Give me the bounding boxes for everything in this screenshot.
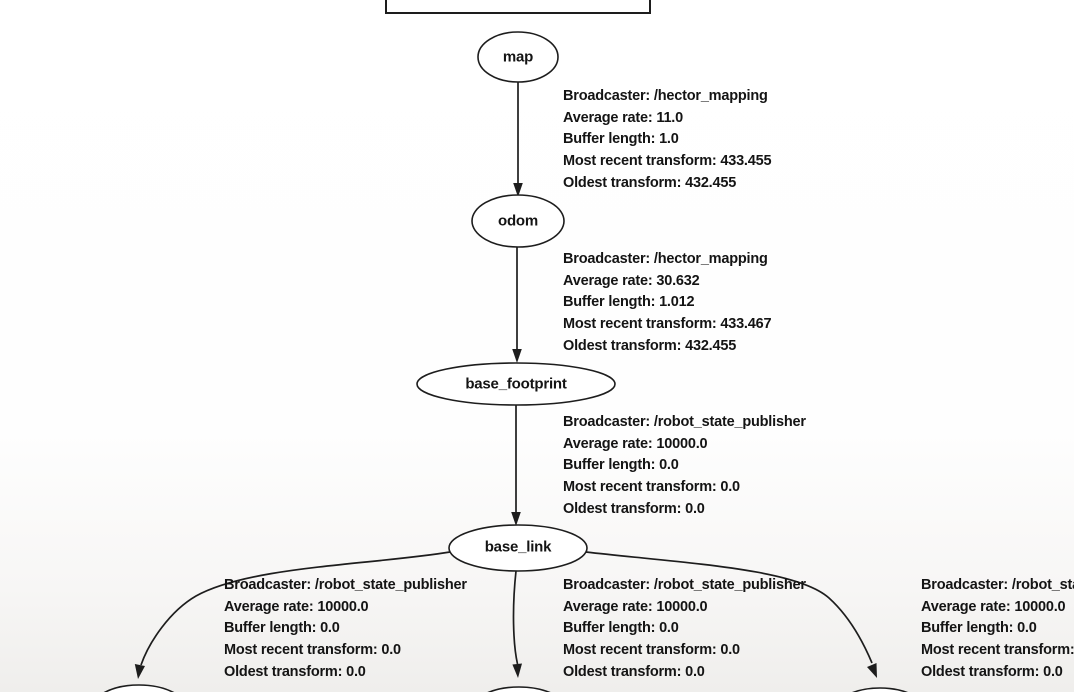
edge-label-line: Broadcaster: /robot_state_publisher [563,414,806,430]
edge-label-line: Oldest transform: 432.455 [563,174,737,191]
node-label-odom: odom [497,212,539,230]
edge-label-line: Most recent transform: 0.0 [921,642,1074,659]
edge-base-link-child-left [140,551,451,666]
node-label-base-footprint: base_footprint [465,375,567,393]
edge-label-line: Broadcaster: /hector_mapping [563,251,768,267]
edge-label-line: Buffer length: 1.0 [563,131,679,148]
node-ellipse-child-center [487,686,551,692]
edge-label-line: Broadcaster: /robot_state_publisher [921,577,1074,593]
arrowhead-map-odom [513,183,523,197]
edge-label-line: Most recent transform: 0.0 [563,479,740,496]
edge-label-line: Oldest transform: 432.455 [563,337,737,354]
edge-label-odom-base-footprint: Broadcaster: /hector_mapping Average rat… [563,249,772,358]
node-ellipse-child-right [852,687,908,692]
legend-box [385,0,651,14]
arrowhead-base-link-child-right [867,663,877,678]
arrowhead-odom-base-footprint [512,349,522,363]
arrowhead-base-link-child-left [134,664,145,679]
edge-label-line: Broadcaster: /robot_state_publisher [224,577,467,593]
arrowhead-base-footprint-base-link [511,512,521,526]
edge-label-base-link-child-center: Broadcaster: /robot_state_publisher Aver… [563,575,806,684]
node-label-base-link: base_link [484,538,552,556]
edge-label-line: Broadcaster: /robot_state_publisher [563,577,806,593]
edge-label-line: Most recent transform: 433.455 [563,153,772,170]
edge-label-line: Buffer length: 1.012 [563,294,695,311]
edge-label-line: Oldest transform: 0.0 [921,663,1063,680]
edge-base-link-child-right [585,551,873,664]
arrowhead-base-link-child-center [512,663,522,678]
edge-label-line: Most recent transform: 0.0 [563,642,740,659]
edge-label-line: Average rate: 10000.0 [921,598,1066,615]
edge-label-line: Average rate: 11.0 [563,109,683,126]
edge-label-line: Oldest transform: 0.0 [224,663,366,680]
edge-label-line: Oldest transform: 0.0 [563,663,705,680]
edge-label-line: Buffer length: 0.0 [224,620,340,637]
edge-label-line: Broadcaster: /hector_mapping [563,88,768,104]
edge-label-line: Most recent transform: 433.467 [563,316,772,333]
edge-label-map-odom: Broadcaster: /hector_mapping Average rat… [563,86,772,195]
edge-label-line: Buffer length: 0.0 [921,620,1037,637]
edge-label-line: Average rate: 30.632 [563,272,700,289]
node-ellipse-odom [471,194,565,248]
edge-label-line: Oldest transform: 0.0 [563,500,705,517]
node-ellipse-base-footprint [416,362,616,406]
edge-label-base-footprint-base-link: Broadcaster: /robot_state_publisher Aver… [563,412,806,521]
edge-label-line: Most recent transform: 0.0 [224,642,401,659]
edge-label-line: Average rate: 10000.0 [563,435,708,452]
edge-label-line: Average rate: 10000.0 [563,598,708,615]
node-ellipse-map [477,31,559,83]
edge-label-line: Buffer length: 0.0 [563,457,679,474]
node-label-map: map [502,48,534,66]
edge-label-line: Average rate: 10000.0 [224,598,369,615]
node-ellipse-base-link [448,524,588,572]
edge-label-line: Buffer length: 0.0 [563,620,679,637]
edge-base-link-child-center [512,570,519,665]
edge-label-base-link-child-left: Broadcaster: /robot_state_publisher Aver… [224,575,467,684]
node-ellipse-child-left [103,684,175,692]
edge-label-base-link-child-right: Broadcaster: /robot_state_publisher Aver… [921,575,1074,684]
